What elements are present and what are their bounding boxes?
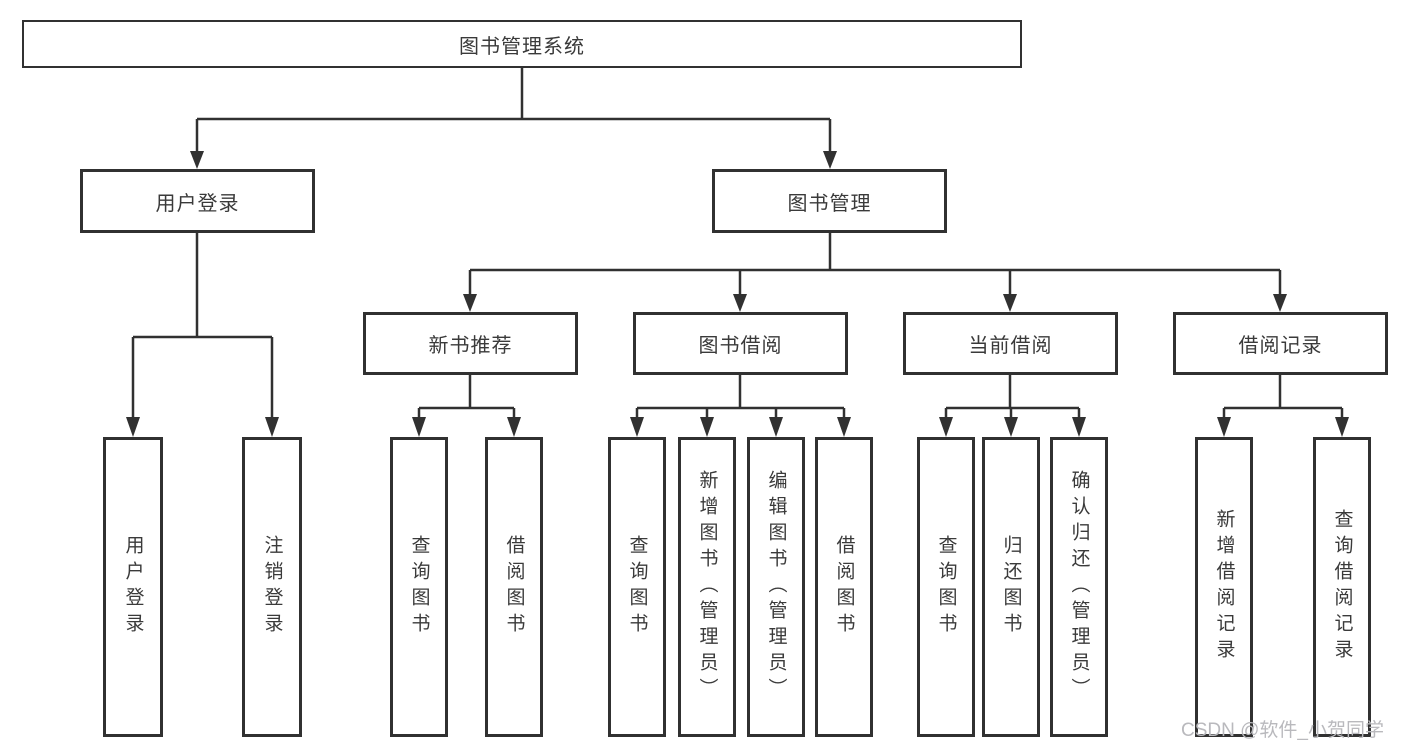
node-leaf-add-borrow-record-label: 新增借阅记录 xyxy=(1213,509,1235,665)
node-leaf-query-borrow-record-label: 查询借阅记录 xyxy=(1331,509,1353,665)
node-leaf-query-books-current-label: 查询图书 xyxy=(935,535,957,639)
node-library-system: 图书管理系统 xyxy=(22,20,1022,68)
node-leaf-confirm-return-admin-label: 确认归还（管理员） xyxy=(1068,470,1090,704)
node-leaf-query-books-borrow-label: 查询图书 xyxy=(626,535,648,639)
node-user-login-label: 用户登录 xyxy=(155,192,240,215)
node-leaf-borrow-books-recommend: 借阅图书 xyxy=(485,437,543,737)
node-book-borrowing-label: 图书借阅 xyxy=(698,335,783,357)
node-leaf-return-books-label: 归还图书 xyxy=(1000,535,1022,639)
node-leaf-query-books-recommend-label: 查询图书 xyxy=(408,535,430,639)
node-leaf-query-books-borrow: 查询图书 xyxy=(608,437,666,737)
node-leaf-borrow-books-label: 借阅图书 xyxy=(833,535,855,639)
watermark: CSDN @软件_小贺同学 xyxy=(1181,720,1384,741)
node-leaf-add-books-admin-label: 新增图书（管理员） xyxy=(696,470,718,704)
node-library-system-label: 图书管理系统 xyxy=(459,35,585,58)
node-new-book-recommendation: 新书推荐 xyxy=(363,312,578,375)
node-leaf-edit-books-admin: 编辑图书（管理员） xyxy=(747,437,805,737)
node-leaf-return-books: 归还图书 xyxy=(982,437,1040,737)
node-leaf-query-books-recommend: 查询图书 xyxy=(390,437,448,737)
node-new-book-recommendation-label: 新书推荐 xyxy=(428,335,513,357)
node-leaf-logout-label: 注销登录 xyxy=(261,535,283,639)
node-leaf-user-login: 用户登录 xyxy=(103,437,163,737)
node-leaf-borrow-books: 借阅图书 xyxy=(815,437,873,737)
node-leaf-logout: 注销登录 xyxy=(242,437,302,737)
node-current-borrowing-label: 当前借阅 xyxy=(968,335,1053,357)
node-leaf-add-books-admin: 新增图书（管理员） xyxy=(678,437,736,737)
node-leaf-edit-books-admin-label: 编辑图书（管理员） xyxy=(765,470,787,704)
node-user-login: 用户登录 xyxy=(80,169,315,233)
node-leaf-query-borrow-record: 查询借阅记录 xyxy=(1313,437,1371,737)
node-leaf-user-login-label: 用户登录 xyxy=(122,535,144,639)
node-leaf-query-books-current: 查询图书 xyxy=(917,437,975,737)
node-leaf-add-borrow-record: 新增借阅记录 xyxy=(1195,437,1253,737)
node-book-borrowing: 图书借阅 xyxy=(633,312,848,375)
node-borrowing-records-label: 借阅记录 xyxy=(1238,335,1323,357)
node-book-management: 图书管理 xyxy=(712,169,947,233)
node-borrowing-records: 借阅记录 xyxy=(1173,312,1388,375)
node-leaf-confirm-return-admin: 确认归还（管理员） xyxy=(1050,437,1108,737)
node-book-management-label: 图书管理 xyxy=(787,192,872,215)
node-current-borrowing: 当前借阅 xyxy=(903,312,1118,375)
node-leaf-borrow-books-recommend-label: 借阅图书 xyxy=(503,535,525,639)
